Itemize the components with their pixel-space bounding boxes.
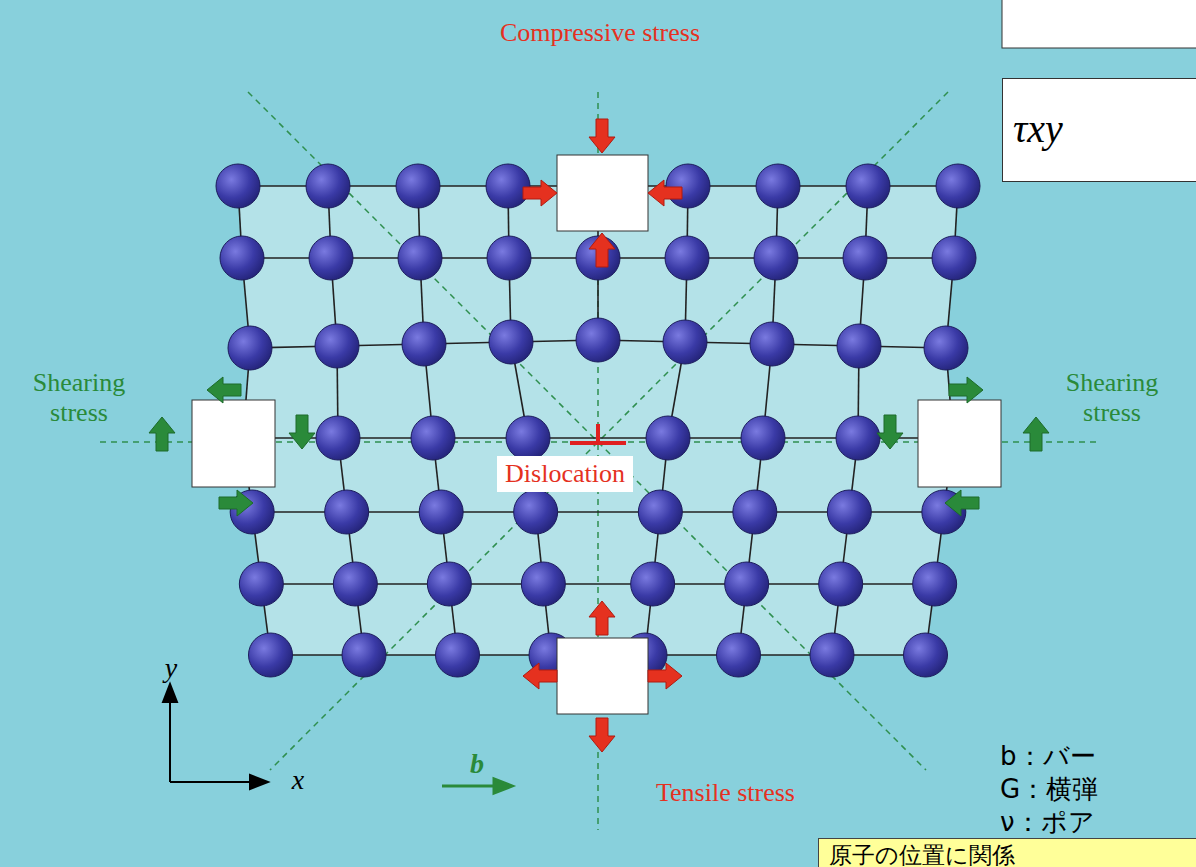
atom [489, 320, 533, 364]
atom [717, 633, 761, 677]
atom [249, 633, 293, 677]
stress-arrow [289, 415, 315, 449]
atom [396, 164, 440, 208]
axis-line [169, 700, 171, 782]
atom [913, 562, 957, 606]
stress-arrow [648, 663, 682, 689]
atom [741, 416, 785, 460]
atom [228, 326, 272, 370]
symmetry-line [248, 92, 926, 770]
stress-arrow [589, 233, 615, 267]
dislocation-symbol [570, 424, 626, 443]
atom [666, 164, 710, 208]
atom [514, 490, 558, 534]
formula-box: τxy [1002, 78, 1196, 182]
stress-arrow [207, 377, 241, 403]
atom [306, 164, 350, 208]
atom [239, 562, 283, 606]
stress-label: Shearing stress [1036, 368, 1188, 428]
crystal-region [238, 186, 958, 655]
note-box: 原子の位置に関係 [818, 838, 1196, 867]
stress-element [557, 638, 648, 714]
burgers-vector-arrow [442, 785, 496, 788]
atom [733, 490, 777, 534]
atom [398, 236, 442, 280]
atom [924, 326, 968, 370]
atom [810, 633, 854, 677]
atom [631, 562, 675, 606]
atom [309, 236, 353, 280]
atom [411, 416, 455, 460]
atom [827, 490, 871, 534]
stress-arrow [945, 490, 979, 516]
formula-box [1002, 0, 1196, 48]
atom [315, 324, 359, 368]
vector-label: b [462, 748, 492, 780]
atom [663, 320, 707, 364]
atom [638, 490, 682, 534]
stress-arrow [589, 601, 615, 635]
stress-label: Compressive stress [480, 18, 720, 48]
atom [936, 164, 980, 208]
atom [419, 490, 463, 534]
symbol-legend: G：横弾 [1000, 775, 1190, 805]
atom [837, 324, 881, 368]
atom [216, 164, 260, 208]
burgers-vector-arrow [494, 779, 512, 793]
node-text: τxy [1013, 106, 1196, 152]
symmetry-line [270, 92, 948, 770]
atom [333, 562, 377, 606]
stress-label: Tensile stress [638, 778, 813, 808]
stress-element [557, 155, 648, 231]
atom [427, 562, 471, 606]
stress-element [192, 400, 275, 487]
node-text: Dislocation [505, 459, 625, 489]
atom [932, 236, 976, 280]
stress-arrow [523, 180, 557, 206]
stress-arrow [219, 490, 253, 516]
atom [904, 633, 948, 677]
node-text: 原子の位置に関係 [829, 842, 1196, 867]
atom [819, 562, 863, 606]
atom [506, 416, 550, 460]
axis-label: y [156, 652, 186, 684]
atom [725, 562, 769, 606]
stress-arrow [949, 377, 983, 403]
atom [836, 416, 880, 460]
symbol-legend: b：バー [1000, 742, 1190, 772]
atom [521, 562, 565, 606]
stress-label: Shearing stress [4, 368, 154, 428]
stress-arrow [149, 417, 175, 451]
atom [342, 633, 386, 677]
atom [487, 236, 531, 280]
stress-arrow [589, 119, 615, 153]
stress-arrow [589, 718, 615, 752]
atom [843, 236, 887, 280]
stress-arrow [648, 180, 682, 206]
stress-element [918, 400, 1001, 487]
atom [220, 236, 264, 280]
axis-arrowhead [250, 775, 268, 789]
atom [316, 416, 360, 460]
atom [436, 633, 480, 677]
symbol-legend: ν：ポア [1000, 808, 1190, 838]
stress-arrow [877, 415, 903, 449]
atom [402, 322, 446, 366]
atom [846, 164, 890, 208]
axis-label: x [283, 764, 313, 796]
atom [750, 322, 794, 366]
atom [576, 318, 620, 362]
axis-arrowhead [163, 684, 177, 702]
atom [756, 164, 800, 208]
stress-arrow [1023, 417, 1049, 451]
atom [754, 236, 798, 280]
atom [325, 490, 369, 534]
dislocation-label-box: Dislocation [497, 456, 633, 492]
atom [486, 164, 530, 208]
stress-arrow [523, 663, 557, 689]
atom [646, 416, 690, 460]
axis-line [170, 781, 252, 783]
atom [665, 236, 709, 280]
